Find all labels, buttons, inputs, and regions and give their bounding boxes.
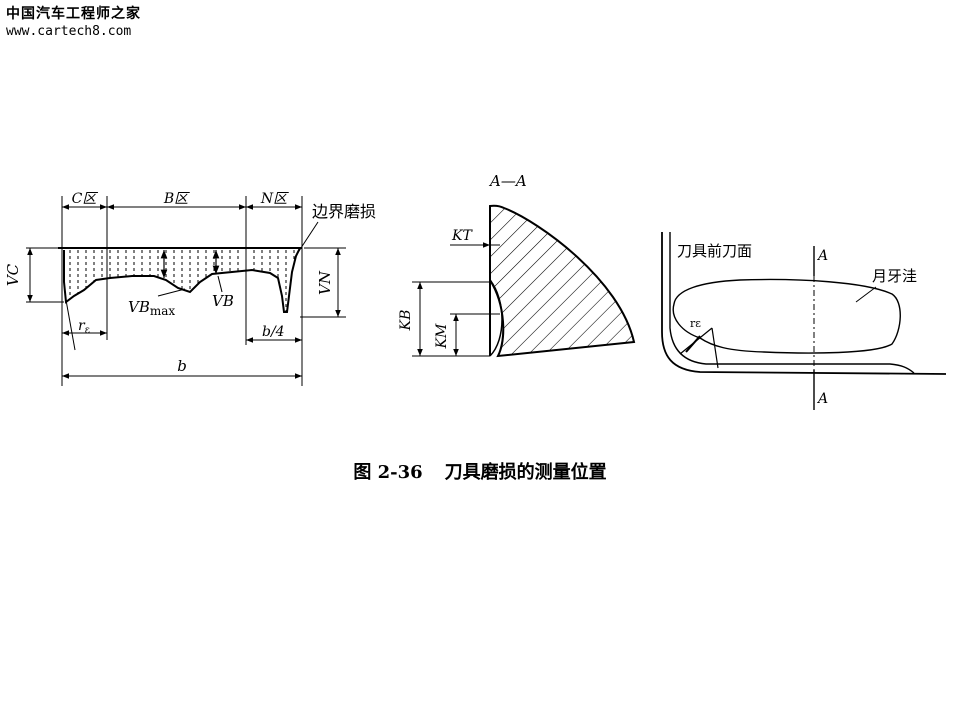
zone-c-label: C区	[72, 191, 99, 207]
vb-leader	[217, 275, 223, 293]
tool-outer-edge	[661, 232, 947, 375]
zone-b-label: B区	[163, 191, 190, 207]
r-epsilon-main: r	[78, 318, 86, 334]
vn-label: VN	[316, 270, 334, 295]
crater-label: 月牙洼	[872, 267, 917, 285]
crater-curve	[489, 279, 503, 357]
b-label: b	[177, 357, 187, 375]
b-quarter-label: b/4	[262, 324, 285, 340]
figure-caption: 图 2-36 刀具磨损的测量位置	[0, 458, 960, 484]
section-a-bottom-label: A	[816, 391, 828, 407]
crater-leader	[855, 286, 877, 303]
vb-label: VB	[212, 292, 234, 310]
flank-wear-figure: C区 B区 N区 边界磨损 VC VN VBmax VB rε b/4 b	[4, 191, 376, 386]
watermark-url: www.cartech8.com	[6, 23, 132, 39]
r-epsilon-label: rε	[78, 318, 90, 336]
tool-inner-edge	[669, 232, 915, 374]
notch-wear-label: 边界磨损	[312, 202, 376, 221]
zone-boundaries	[61, 196, 303, 386]
zone-n-label: N区	[260, 191, 289, 207]
kt-label: KT	[451, 228, 473, 244]
caption-title: 刀具磨损的测量位置	[444, 462, 607, 483]
caption-number: 图 2-36	[353, 462, 423, 483]
section-aa-label: A—A	[488, 172, 527, 190]
watermark-title: 中国汽车工程师之家	[6, 6, 141, 22]
kb-label: KB	[398, 310, 414, 332]
vbmax-label-main: VB	[128, 298, 150, 316]
vbmax-label-sub: max	[150, 304, 176, 318]
wear-hatching	[69, 250, 295, 312]
crater-outline	[672, 278, 901, 354]
km-label: KM	[434, 323, 450, 349]
tool-section-hatched	[489, 204, 636, 358]
wear-boundary-curve	[63, 247, 301, 313]
r-epsilon-line	[65, 299, 76, 351]
vbmax-leader	[157, 288, 186, 297]
r-epsilon-sub: ε	[85, 325, 90, 336]
vc-label: VC	[4, 263, 22, 286]
rake-face-figure: 刀具前刀面 月牙洼 rε A A	[661, 232, 947, 410]
notch-wear-leader	[296, 221, 319, 255]
r-epsilon-mark: rε	[690, 317, 701, 330]
section-a-top-label: A	[816, 248, 828, 264]
section-aa-figure: A—A KT KB KM	[398, 172, 636, 358]
r-epsilon-triangle	[679, 327, 719, 369]
watermark: 中国汽车工程师之家 www.cartech8.com	[6, 6, 141, 40]
vbmax-label: VBmax	[128, 298, 175, 318]
rake-face-label: 刀具前刀面	[677, 242, 752, 260]
